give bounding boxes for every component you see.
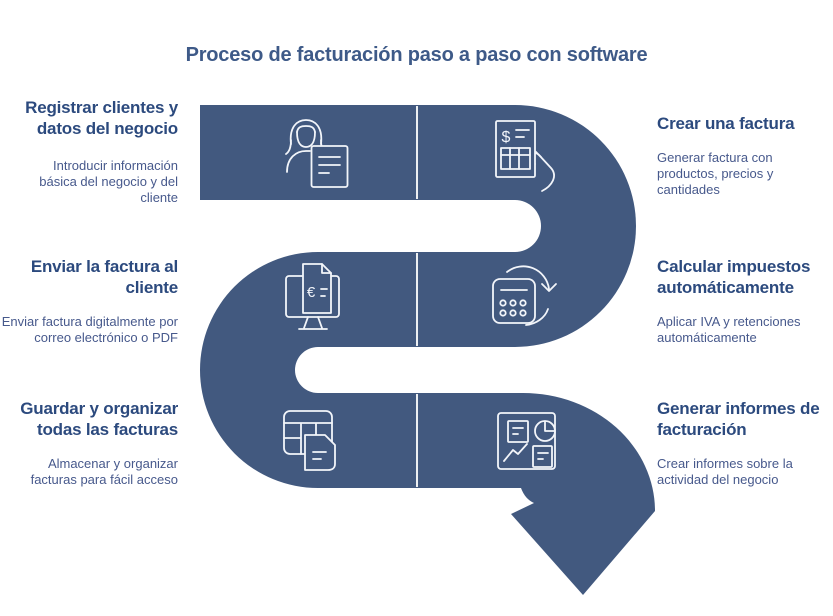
reports-dashboard-icon (497, 412, 556, 470)
step-description: Aplicar IVA y retenciones automáticament… (657, 314, 801, 346)
person-document-icon (285, 119, 349, 188)
euro-glyph: € (307, 284, 316, 301)
step-2-block: Crear una factura Generar factura con pr… (657, 113, 833, 198)
calculator-refresh-icon (492, 265, 557, 326)
step-description: Enviar factura digitalmente por correo e… (1, 314, 178, 346)
flow-arrow-path (200, 105, 655, 595)
step-description: Almacenar y organizar facturas para fáci… (30, 456, 178, 488)
step-5-block: Guardar y organizar todas las facturas A… (0, 398, 178, 488)
step-3-block: Enviar la factura al cliente Enviar fact… (0, 256, 179, 346)
dollar-glyph: $ (502, 129, 511, 146)
step-description: Generar factura con productos, precios y… (657, 150, 774, 198)
step-title: Generar informes de facturación (657, 399, 820, 440)
step-4-block: Calcular impuestos automáticamente Aplic… (657, 256, 833, 346)
step-title: Enviar la factura al cliente (30, 257, 178, 298)
step-1-block: Registrar clientes y datos del negocio I… (0, 97, 178, 206)
step-title: Registrar clientes y datos del negocio (25, 98, 178, 139)
invoice-hand-icon: $ (495, 120, 555, 192)
step-title: Crear una factura (657, 114, 795, 133)
monitor-euro-document-icon: € (285, 263, 340, 330)
step-title: Guardar y organizar todas las facturas (20, 399, 178, 440)
step-description: Crear informes sobre la actividad del ne… (657, 456, 793, 488)
step-6-block: Generar informes de facturación Crear in… (657, 398, 833, 488)
table-document-icon (283, 410, 336, 471)
page-title: Proceso de facturación paso a paso con s… (185, 44, 648, 66)
step-title: Calcular impuestos automáticamente (657, 257, 811, 298)
step-description: Introducir información básica del negoci… (39, 158, 178, 206)
